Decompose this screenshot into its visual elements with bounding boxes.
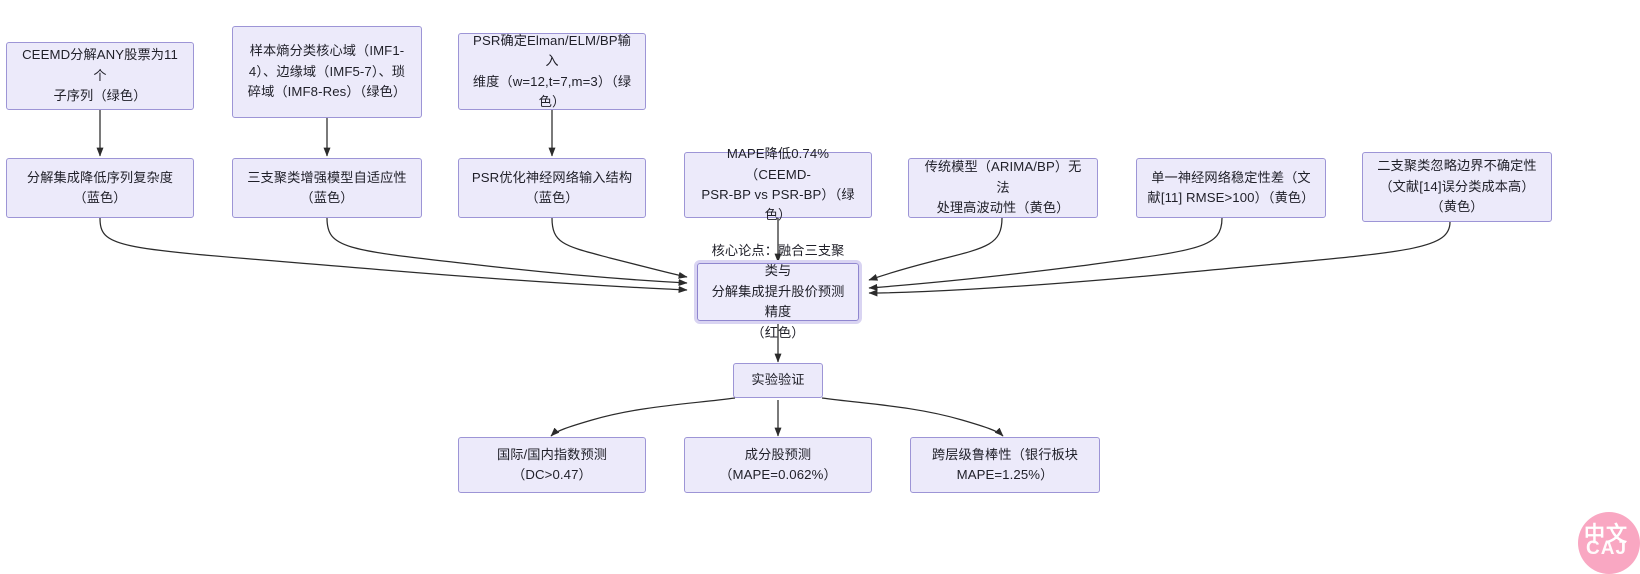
node-traditional-limit[interactable]: 传统模型（ARIMA/BP）无法 处理高波动性（黄色） <box>908 158 1098 218</box>
node-index-forecast-label: 国际/国内指数预测 （DC>0.47） <box>496 446 608 482</box>
node-experiment-validation-label: 实验验证 <box>751 372 805 388</box>
node-constituent-forecast-label: 成分股预测 （MAPE=0.062%） <box>719 446 837 482</box>
node-ceemd-label: CEEMD分解ANY股票为11个 子序列（绿色） <box>22 47 178 104</box>
node-core-thesis[interactable]: 核心论点：融合三支聚类与 分解集成提升股价预测精度 （红色） <box>694 243 862 340</box>
node-cross-layer-robust[interactable]: 跨层级鲁棒性（银行板块 MAPE=1.25%） <box>910 437 1100 493</box>
node-traditional-limit-label: 传统模型（ARIMA/BP）无法 处理高波动性（黄色） <box>924 159 1082 216</box>
node-psr-structure-label: PSR优化神经网络输入结构 （蓝色） <box>471 169 633 205</box>
node-decomp-complexity[interactable]: 分解集成降低序列复杂度 （蓝色） <box>6 158 194 218</box>
edge-twoway-to-core <box>868 221 1451 297</box>
edge-validation-to-robust <box>821 397 1004 437</box>
node-three-way-adapt[interactable]: 三支聚类增强模型自适应性 （蓝色） <box>232 158 422 218</box>
edge-singlenn-to-core <box>868 217 1223 291</box>
edge-structure-to-core <box>551 217 688 279</box>
node-experiment-validation[interactable]: 实验验证 <box>733 363 823 398</box>
watermark-cn-text: 中文 <box>1584 523 1628 546</box>
node-mape-drop-label: MAPE降低0.74%（CEEMD- PSR-BP vs PSR-BP）（绿 色… <box>701 146 855 223</box>
node-cross-layer-robust-label: 跨层级鲁棒性（银行板块 MAPE=1.25%） <box>931 446 1079 482</box>
edge-validation-to-index <box>550 397 736 437</box>
watermark-badge: 中文 CAJ <box>1578 512 1640 574</box>
node-core-thesis-label: 核心论点：融合三支聚类与 分解集成提升股价预测精度 （红色） <box>711 242 845 340</box>
node-psr-dim-label: PSR确定Elman/ELM/BP输入 维度（w=12,t=7,m=3）（绿 色… <box>472 32 632 109</box>
node-three-way-adapt-label: 三支聚类增强模型自适应性 （蓝色） <box>247 169 407 205</box>
node-sample-entropy-label: 样本熵分类核心域（IMF1- 4）、边缘域（IMF5-7）、琐 碎域（IMF8-… <box>247 43 407 100</box>
edge-decomp-to-core <box>99 217 688 294</box>
edge-traditional-to-core <box>868 217 1003 281</box>
node-constituent-forecast[interactable]: 成分股预测 （MAPE=0.062%） <box>684 437 872 493</box>
node-single-nn-unstable[interactable]: 单一神经网络稳定性差（文 献[11] RMSE>100）（黄色） <box>1136 158 1326 218</box>
node-single-nn-unstable-label: 单一神经网络稳定性差（文 献[11] RMSE>100）（黄色） <box>1147 169 1315 205</box>
edge-threeway-to-core <box>326 217 688 287</box>
node-two-way-ignore-label: 二支聚类忽略边界不确定性 （文献[14]误分类成本高） （黄色） <box>1377 158 1537 215</box>
node-psr-dim[interactable]: PSR确定Elman/ELM/BP输入 维度（w=12,t=7,m=3）（绿 色… <box>458 33 646 110</box>
node-ceemd[interactable]: CEEMD分解ANY股票为11个 子序列（绿色） <box>6 42 194 110</box>
node-sample-entropy[interactable]: 样本熵分类核心域（IMF1- 4）、边缘域（IMF5-7）、琐 碎域（IMF8-… <box>232 26 422 118</box>
node-psr-structure[interactable]: PSR优化神经网络输入结构 （蓝色） <box>458 158 646 218</box>
node-decomp-complexity-label: 分解集成降低序列复杂度 （蓝色） <box>26 169 174 205</box>
node-two-way-ignore[interactable]: 二支聚类忽略边界不确定性 （文献[14]误分类成本高） （黄色） <box>1362 152 1552 222</box>
node-index-forecast[interactable]: 国际/国内指数预测 （DC>0.47） <box>458 437 646 493</box>
node-mape-drop[interactable]: MAPE降低0.74%（CEEMD- PSR-BP vs PSR-BP）（绿 色… <box>684 146 872 222</box>
watermark-en-text: CAJ <box>1586 538 1628 559</box>
